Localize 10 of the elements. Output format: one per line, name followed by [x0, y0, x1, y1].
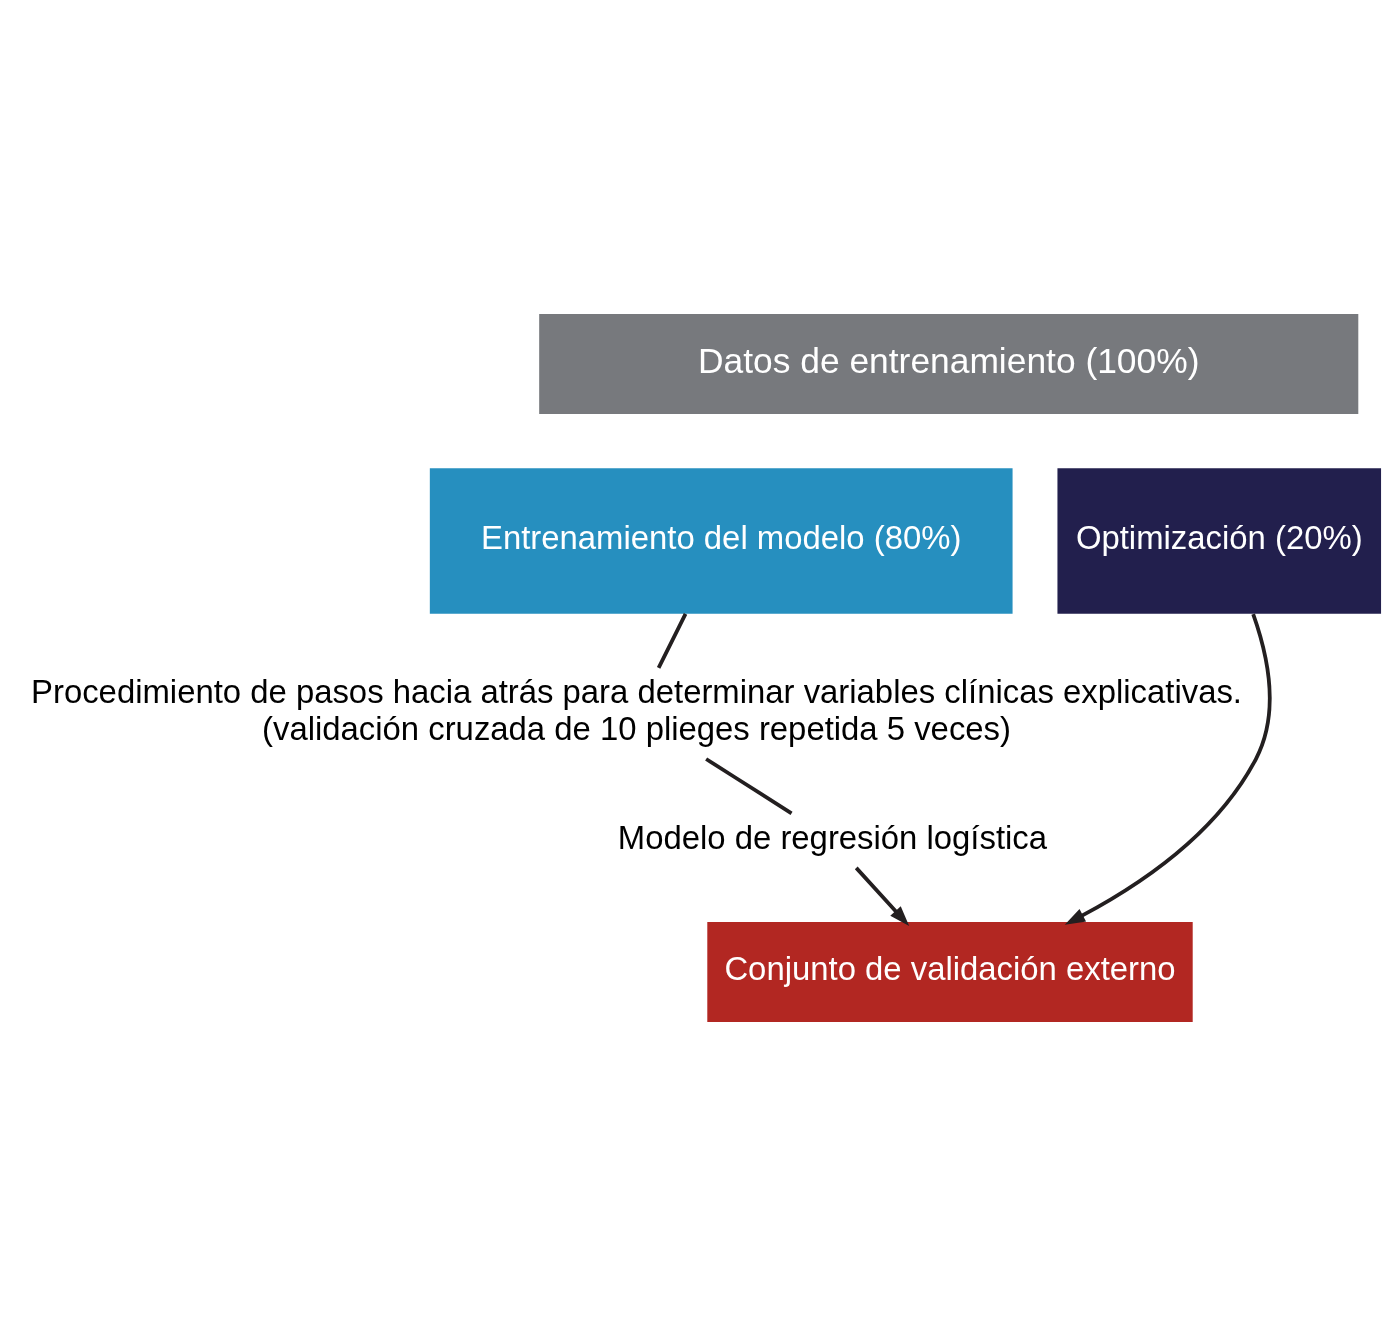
connector: [705, 756, 793, 815]
node-box: Conjunto de validación externo: [707, 921, 1193, 1022]
arrow: [1064, 613, 1272, 925]
arrow: [854, 866, 910, 926]
node-text: Modelo de regresión logística: [617, 818, 1048, 856]
node-text: Procedimiento de pasos hacia atrás para determinar variables clínicas explicativas. (validación cruzada de 10 plieges repetida 5 veces): [31, 672, 1242, 747]
connector: [656, 612, 688, 669]
node-box: Entrenamiento del modelo (80%): [429, 467, 1013, 614]
node-box: Datos de entrenamiento (100%): [539, 313, 1359, 414]
node-box: Optimización (20%): [1057, 467, 1382, 614]
